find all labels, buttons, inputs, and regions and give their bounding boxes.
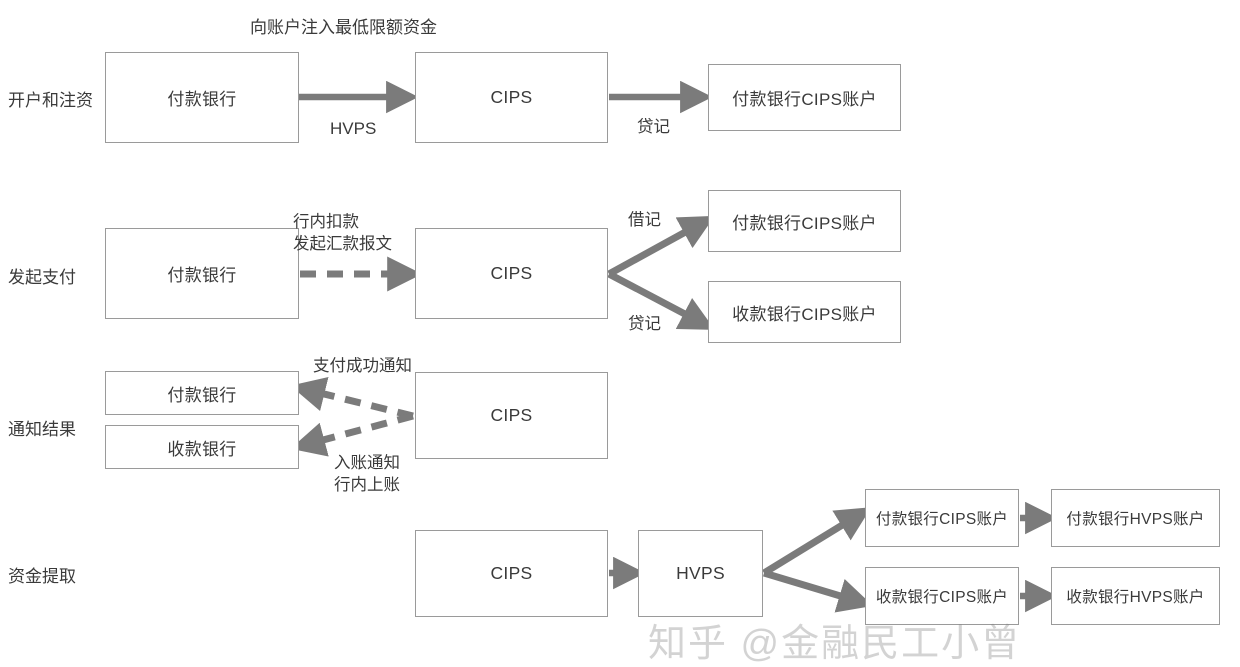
- edge-label-r3-credit-notice: 入账通知 行内上账: [334, 452, 400, 497]
- edge-label-r2-debit: 借记: [628, 211, 661, 229]
- arrow-r3-cips-to-payeebank-dashed: [290, 412, 414, 457]
- node-r4-cips[interactable]: CIPS: [415, 530, 608, 617]
- row-label-open-account: 开户和注资: [8, 91, 93, 110]
- node-r2-payee-cips-account[interactable]: 收款银行CIPS账户: [708, 281, 901, 343]
- node-r4-payer-cips-account[interactable]: 付款银行CIPS账户: [865, 489, 1019, 547]
- node-r4-hvps[interactable]: HVPS: [638, 530, 763, 617]
- edge-label-r3-credit-notice-line1: 入账通知: [334, 454, 400, 472]
- node-r1-payer-bank[interactable]: 付款银行: [105, 52, 299, 143]
- edge-label-r1-credit: 贷记: [637, 118, 670, 136]
- arrow-r4-hvps-to-payercipsaccount: [762, 507, 872, 576]
- row-label-initiate-payment: 发起支付: [8, 268, 76, 287]
- edge-label-r3-success-notice: 支付成功通知: [313, 357, 412, 375]
- edge-label-r2-intrabank-line1: 行内扣款: [293, 213, 359, 231]
- node-r3-cips[interactable]: CIPS: [415, 372, 608, 459]
- node-r2-payer-bank[interactable]: 付款银行: [105, 228, 299, 319]
- node-r3-payee-bank[interactable]: 收款银行: [105, 425, 299, 469]
- edge-label-r3-credit-notice-line2: 行内上账: [334, 476, 400, 495]
- arrow-r4-hvps-to-payeecipsaccount: [762, 569, 874, 613]
- row-label-notify-result: 通知结果: [8, 420, 76, 439]
- node-r2-payer-cips-account[interactable]: 付款银行CIPS账户: [708, 190, 901, 252]
- node-r4-payer-hvps-account[interactable]: 付款银行HVPS账户: [1051, 489, 1220, 547]
- node-r1-cips[interactable]: CIPS: [415, 52, 608, 143]
- arrow-r2-cips-to-payercipsaccount: [607, 215, 715, 278]
- node-r4-payee-hvps-account[interactable]: 收款银行HVPS账户: [1051, 567, 1220, 625]
- row-label-withdraw-funds: 资金提取: [8, 567, 76, 586]
- edge-label-r2-credit: 贷记: [628, 315, 661, 333]
- node-r1-payer-cips-account[interactable]: 付款银行CIPS账户: [708, 64, 901, 131]
- node-r2-cips[interactable]: CIPS: [415, 228, 608, 319]
- node-r4-payee-cips-account[interactable]: 收款银行CIPS账户: [865, 567, 1019, 625]
- edge-label-r2-intrabank-line2: 发起汇款报文: [293, 235, 392, 254]
- edge-label-r1-hvps: HVPS: [330, 119, 377, 138]
- title-note: 向账户注入最低限额资金: [250, 18, 437, 37]
- arrow-r3-cips-to-payerbank-dashed: [290, 377, 414, 420]
- node-r3-payer-bank[interactable]: 付款银行: [105, 371, 299, 415]
- edge-label-r2-intrabank: 行内扣款 发起汇款报文: [293, 211, 392, 256]
